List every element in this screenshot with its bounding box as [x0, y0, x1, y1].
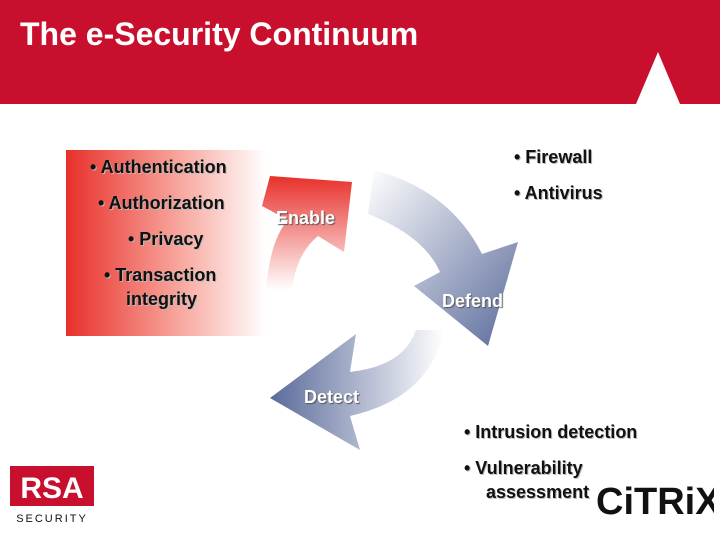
item-antivirus: • Antivirus	[514, 183, 603, 203]
item-vulnerability: • Vulnerability	[464, 458, 583, 478]
rsa-logo-text: RSA	[20, 472, 83, 505]
item-authentication: • Authentication	[90, 157, 227, 177]
header-bar	[0, 0, 720, 104]
phase-detect-label: Detect	[304, 387, 360, 407]
item-integrity: integrity	[126, 289, 198, 309]
slide-title: The e-Security Continuum	[20, 16, 419, 52]
item-privacy: • Privacy	[128, 229, 204, 249]
defend-arrow	[368, 170, 518, 346]
item-transaction: • Transaction	[104, 265, 217, 285]
header-decoration	[636, 52, 680, 104]
item-authorization: • Authorization	[98, 193, 225, 213]
phase-defend-label: Defend	[442, 291, 504, 311]
rsa-logo: RSA SECURITY	[10, 466, 94, 525]
phase-enable-label: Enable	[276, 208, 336, 228]
enable-box	[66, 150, 266, 336]
rsa-logo-subtext: SECURITY	[16, 513, 88, 525]
item-assessment: assessment	[486, 482, 590, 502]
item-firewall: • Firewall	[514, 147, 593, 167]
detect-arrow	[270, 330, 444, 450]
citrix-logo: CiTRiX	[596, 481, 714, 523]
citrix-logo-text: CiTRiX	[596, 481, 714, 523]
item-intrusion-detection: • Intrusion detection	[464, 422, 638, 442]
enable-arrow	[262, 176, 352, 290]
